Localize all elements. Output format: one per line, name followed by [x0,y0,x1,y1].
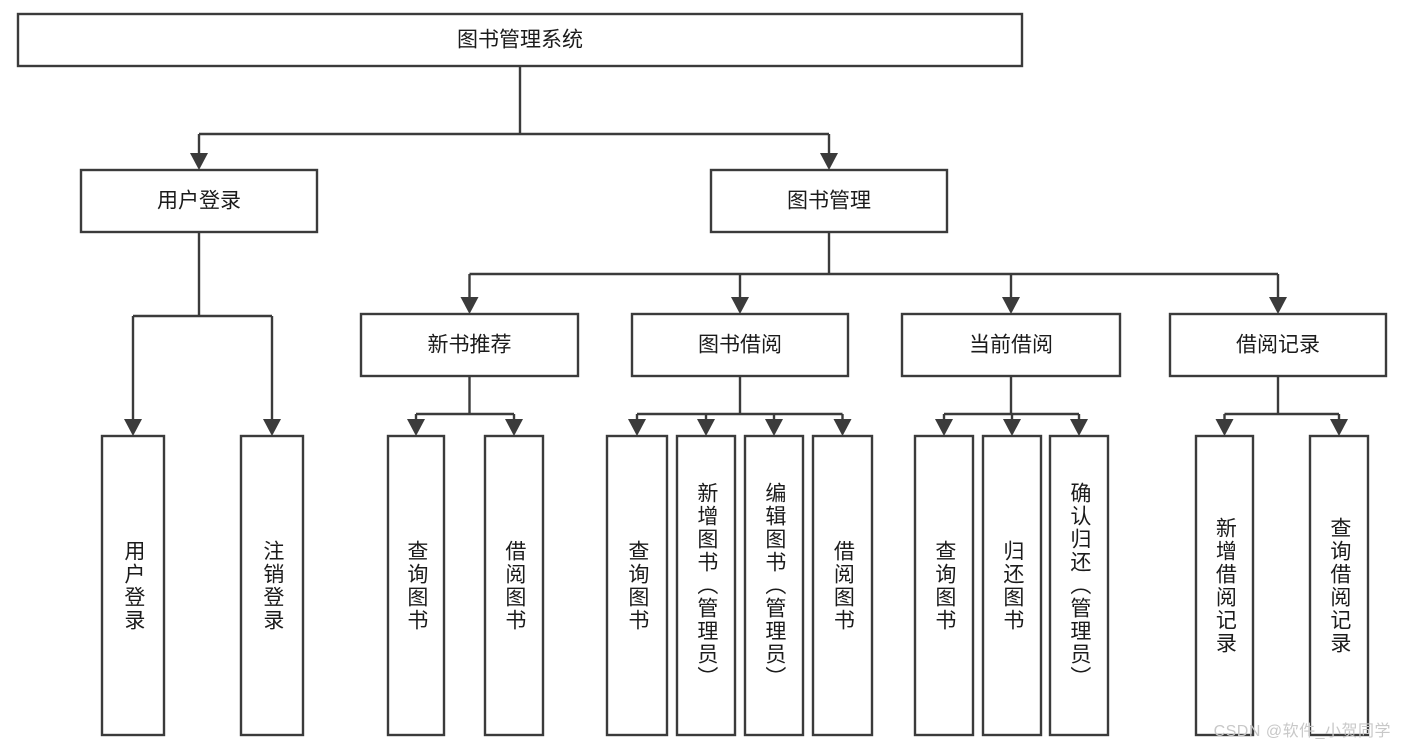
node-box-book-borrow[interactable] [630,312,850,378]
arrow-new-book-rec-leaf-0-icon [407,419,425,436]
arrow-to-current-borrow-icon [1002,297,1020,314]
arrow-borrow-record-leaf-0-icon [1215,419,1234,436]
arrow-to-book-manage-icon [820,153,838,170]
arrow-user-login-leaf-0-icon [124,419,142,436]
arrow-to-new-book-rec-icon [460,297,479,314]
arrow-book-borrow-leaf-3-icon [833,419,852,436]
node-box-current-borrow[interactable] [900,312,1122,378]
arrow-current-borrow-leaf-1-icon [1003,419,1021,436]
node-box-leaf-borrow-book-1[interactable] [483,434,545,737]
arrow-new-book-rec-leaf-1-icon [505,419,523,436]
arrow-to-borrow-record-icon [1269,297,1287,314]
node-label-book-borrow: 图书借阅 [698,334,782,357]
node-label-borrow-record: 借阅记录 [1236,334,1320,357]
node-label-user-login: 用户登录 [157,190,241,213]
node-box-leaf-edit-book[interactable] [743,434,805,737]
node-box-leaf-query-book-2[interactable] [605,434,669,737]
node-box-book-manage[interactable] [709,168,949,234]
box-layer [16,12,1388,737]
node-box-leaf-query-record[interactable] [1308,434,1370,737]
node-box-leaf-query-book-1[interactable] [386,434,446,737]
arrow-borrow-record-leaf-1-icon [1330,419,1348,436]
arrow-book-borrow-leaf-2-icon [765,419,783,436]
node-box-new-book-rec[interactable] [359,312,580,378]
node-label-book-manage: 图书管理 [787,190,871,213]
node-box-leaf-borrow-book-2[interactable] [811,434,874,737]
node-label-root: 图书管理系统 [457,29,583,52]
arrow-to-book-borrow-icon [731,297,749,314]
arrow-current-borrow-leaf-2-icon [1070,419,1088,436]
node-box-leaf-add-record[interactable] [1194,434,1255,737]
node-label-new-book-rec: 新书推荐 [428,334,512,357]
arrow-to-user-login-icon [190,153,208,170]
node-box-root[interactable] [16,12,1024,68]
node-box-user-login[interactable] [79,168,319,234]
arrow-book-borrow-leaf-0-icon [628,419,646,436]
node-box-borrow-record[interactable] [1168,312,1388,378]
arrow-user-login-leaf-1-icon [263,419,281,436]
arrow-book-borrow-leaf-1-icon [697,419,715,436]
node-box-leaf-add-book[interactable] [675,434,737,737]
node-box-leaf-logout[interactable] [239,434,305,737]
arrow-current-borrow-leaf-0-icon [935,419,953,436]
connector-layer [124,66,1348,436]
node-box-leaf-confirm-return[interactable] [1048,434,1110,737]
csdn-watermark: CSDN @软件_小贺同学 [1213,723,1391,740]
node-box-leaf-return-book[interactable] [981,434,1043,737]
node-label-current-borrow: 当前借阅 [969,334,1053,357]
node-box-leaf-query-book-3[interactable] [913,434,975,737]
node-box-leaf-user-login[interactable] [100,434,166,737]
